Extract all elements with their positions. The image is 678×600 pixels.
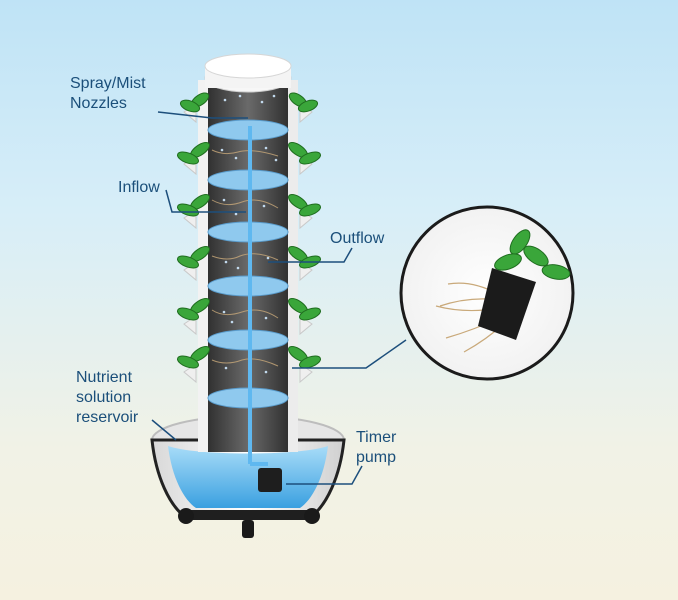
nutrient-solution-water xyxy=(168,446,328,508)
pump-icon xyxy=(258,468,282,492)
mist-droplets xyxy=(220,94,278,374)
leaf-sprout-icon xyxy=(179,92,319,113)
label-spray-mist-nozzles: Spray/Mist Nozzles xyxy=(70,75,146,112)
rockwool-cube-icon xyxy=(478,268,536,340)
leader-inflow xyxy=(165,189,246,213)
leader-pump xyxy=(286,465,363,485)
leader-detail xyxy=(292,339,407,369)
tower xyxy=(198,53,298,492)
label-timer-pump: Timer pump xyxy=(356,429,397,466)
tower-roots xyxy=(211,149,279,367)
reservoir-wheel-right xyxy=(304,508,320,524)
leader-spray xyxy=(157,111,248,119)
label-outflow: Outflow xyxy=(330,230,385,247)
root-cube-detail xyxy=(399,205,575,381)
leader-outflow xyxy=(268,247,353,263)
leader-reservoir xyxy=(151,419,177,441)
plant-leaves xyxy=(177,92,321,369)
label-nutrient-solution-reservoir: Nutrient solution reservoir xyxy=(76,369,139,426)
label-inflow: Inflow xyxy=(118,179,160,196)
leader-lines xyxy=(151,111,407,485)
reservoir-wheel-left xyxy=(178,508,194,524)
